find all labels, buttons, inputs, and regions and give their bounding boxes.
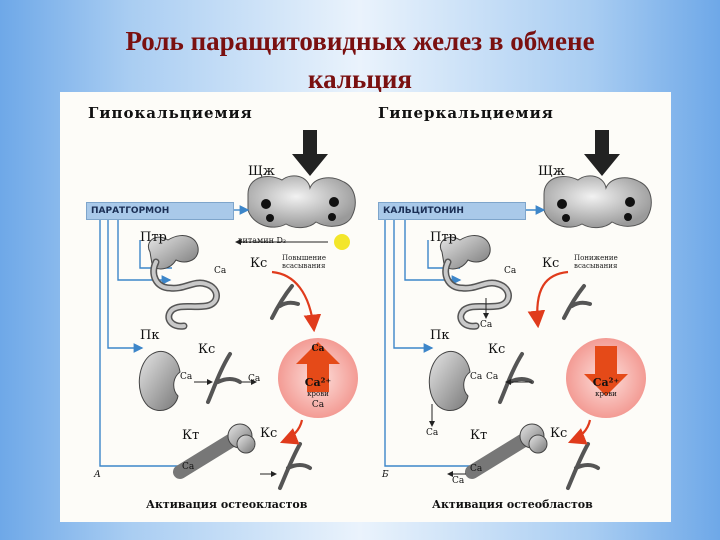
diagram-panel: Гипокальциемия Щж ПАРАТГОРМОН Птр витами… xyxy=(60,92,671,522)
vessel-mid-right xyxy=(500,354,532,402)
ca-intestine-right: Ca xyxy=(504,266,516,276)
ca-top-circle-left: Ca xyxy=(292,344,344,354)
footer-osteoblasts: Активация остеобластов xyxy=(432,498,593,511)
intestine-right xyxy=(440,236,508,327)
ca-bone-right-2: Ca xyxy=(452,476,464,486)
bone-label-right: Кт xyxy=(470,428,487,443)
ca-intestine-left: Ca xyxy=(214,266,226,276)
vessel-label-left-3: Кс xyxy=(260,426,277,441)
vitamin-label: витамин D₃ xyxy=(238,236,286,245)
kidney-label-left: Пк xyxy=(140,328,159,343)
ca-blood-left: Ca²⁺ xyxy=(286,376,350,389)
footer-osteoclasts: Активация остеокластов xyxy=(146,498,307,511)
heading-hypercalcemia: Гиперкальциемия xyxy=(378,104,554,122)
panel-letter-b: Б xyxy=(382,470,389,480)
blood-label-right: крови xyxy=(574,390,638,398)
vessel-lower-left xyxy=(280,444,310,488)
ca-bone-left: Ca xyxy=(182,462,194,472)
slide-title-line1: Роль паращитовидных желез в обмене xyxy=(0,22,720,60)
vessel-label-right-2: Кс xyxy=(488,342,505,357)
intestine-label-right: Птр xyxy=(430,230,457,245)
ca-bone-right-1: Ca xyxy=(470,464,482,474)
ca-bottom-circle-left: Ca xyxy=(286,400,350,410)
vitamin-dot-left xyxy=(334,234,350,250)
vessel-upper-left xyxy=(272,286,298,318)
ca-vessel-left: Ca xyxy=(248,374,260,384)
kidney-left xyxy=(139,351,180,410)
vessel-label-right-3: Кс xyxy=(550,426,567,441)
blood-label-left: крови xyxy=(286,390,350,398)
vessel-upper-right xyxy=(564,286,590,318)
kidney-right xyxy=(429,351,470,410)
stimulus-arrow-left xyxy=(292,130,328,176)
kidney-label-right: Пк xyxy=(430,328,449,343)
diagram-graphics xyxy=(60,92,671,522)
ca-kidney-right-2: Ca xyxy=(486,372,498,382)
absorption-increase-label: Повышение всасывания xyxy=(282,254,342,270)
intestine-left xyxy=(148,236,216,327)
ca-kidney-left: Ca xyxy=(180,372,192,382)
parathormone-box: ПАРАТГОРМОН xyxy=(86,202,234,220)
ca-kidney-out-right: Ca xyxy=(426,428,438,438)
ca-kidney-right-1: Ca xyxy=(470,372,482,382)
stimulus-arrow-right xyxy=(584,130,620,176)
vessel-label-left-2: Кс xyxy=(198,342,215,357)
vessel-lower-right xyxy=(568,444,598,488)
ca-blood-right: Ca²⁺ xyxy=(574,376,638,389)
panel-letter-a: А xyxy=(94,470,101,480)
vessel-label-left-1: Кс xyxy=(250,256,267,271)
ca-intestine-out-right: Ca xyxy=(480,320,492,330)
intestine-label-left: Птр xyxy=(140,230,167,245)
calcitonin-box: КАЛЬЦИТОНИН xyxy=(378,202,526,220)
thyroid-gland-left xyxy=(248,176,355,228)
vessel-label-right-1: Кс xyxy=(542,256,559,271)
thyroid-label-left: Щж xyxy=(248,164,275,179)
vessel-mid-left xyxy=(208,354,240,402)
thyroid-label-right: Щж xyxy=(538,164,565,179)
slide-title: Роль паращитовидных желез в обмене кальц… xyxy=(0,22,720,98)
heading-hypocalcemia: Гипокальциемия xyxy=(88,104,253,122)
bone-label-left: Кт xyxy=(182,428,199,443)
absorption-decrease-label: Понижение всасывания xyxy=(574,254,638,270)
thyroid-gland-right xyxy=(544,176,651,228)
